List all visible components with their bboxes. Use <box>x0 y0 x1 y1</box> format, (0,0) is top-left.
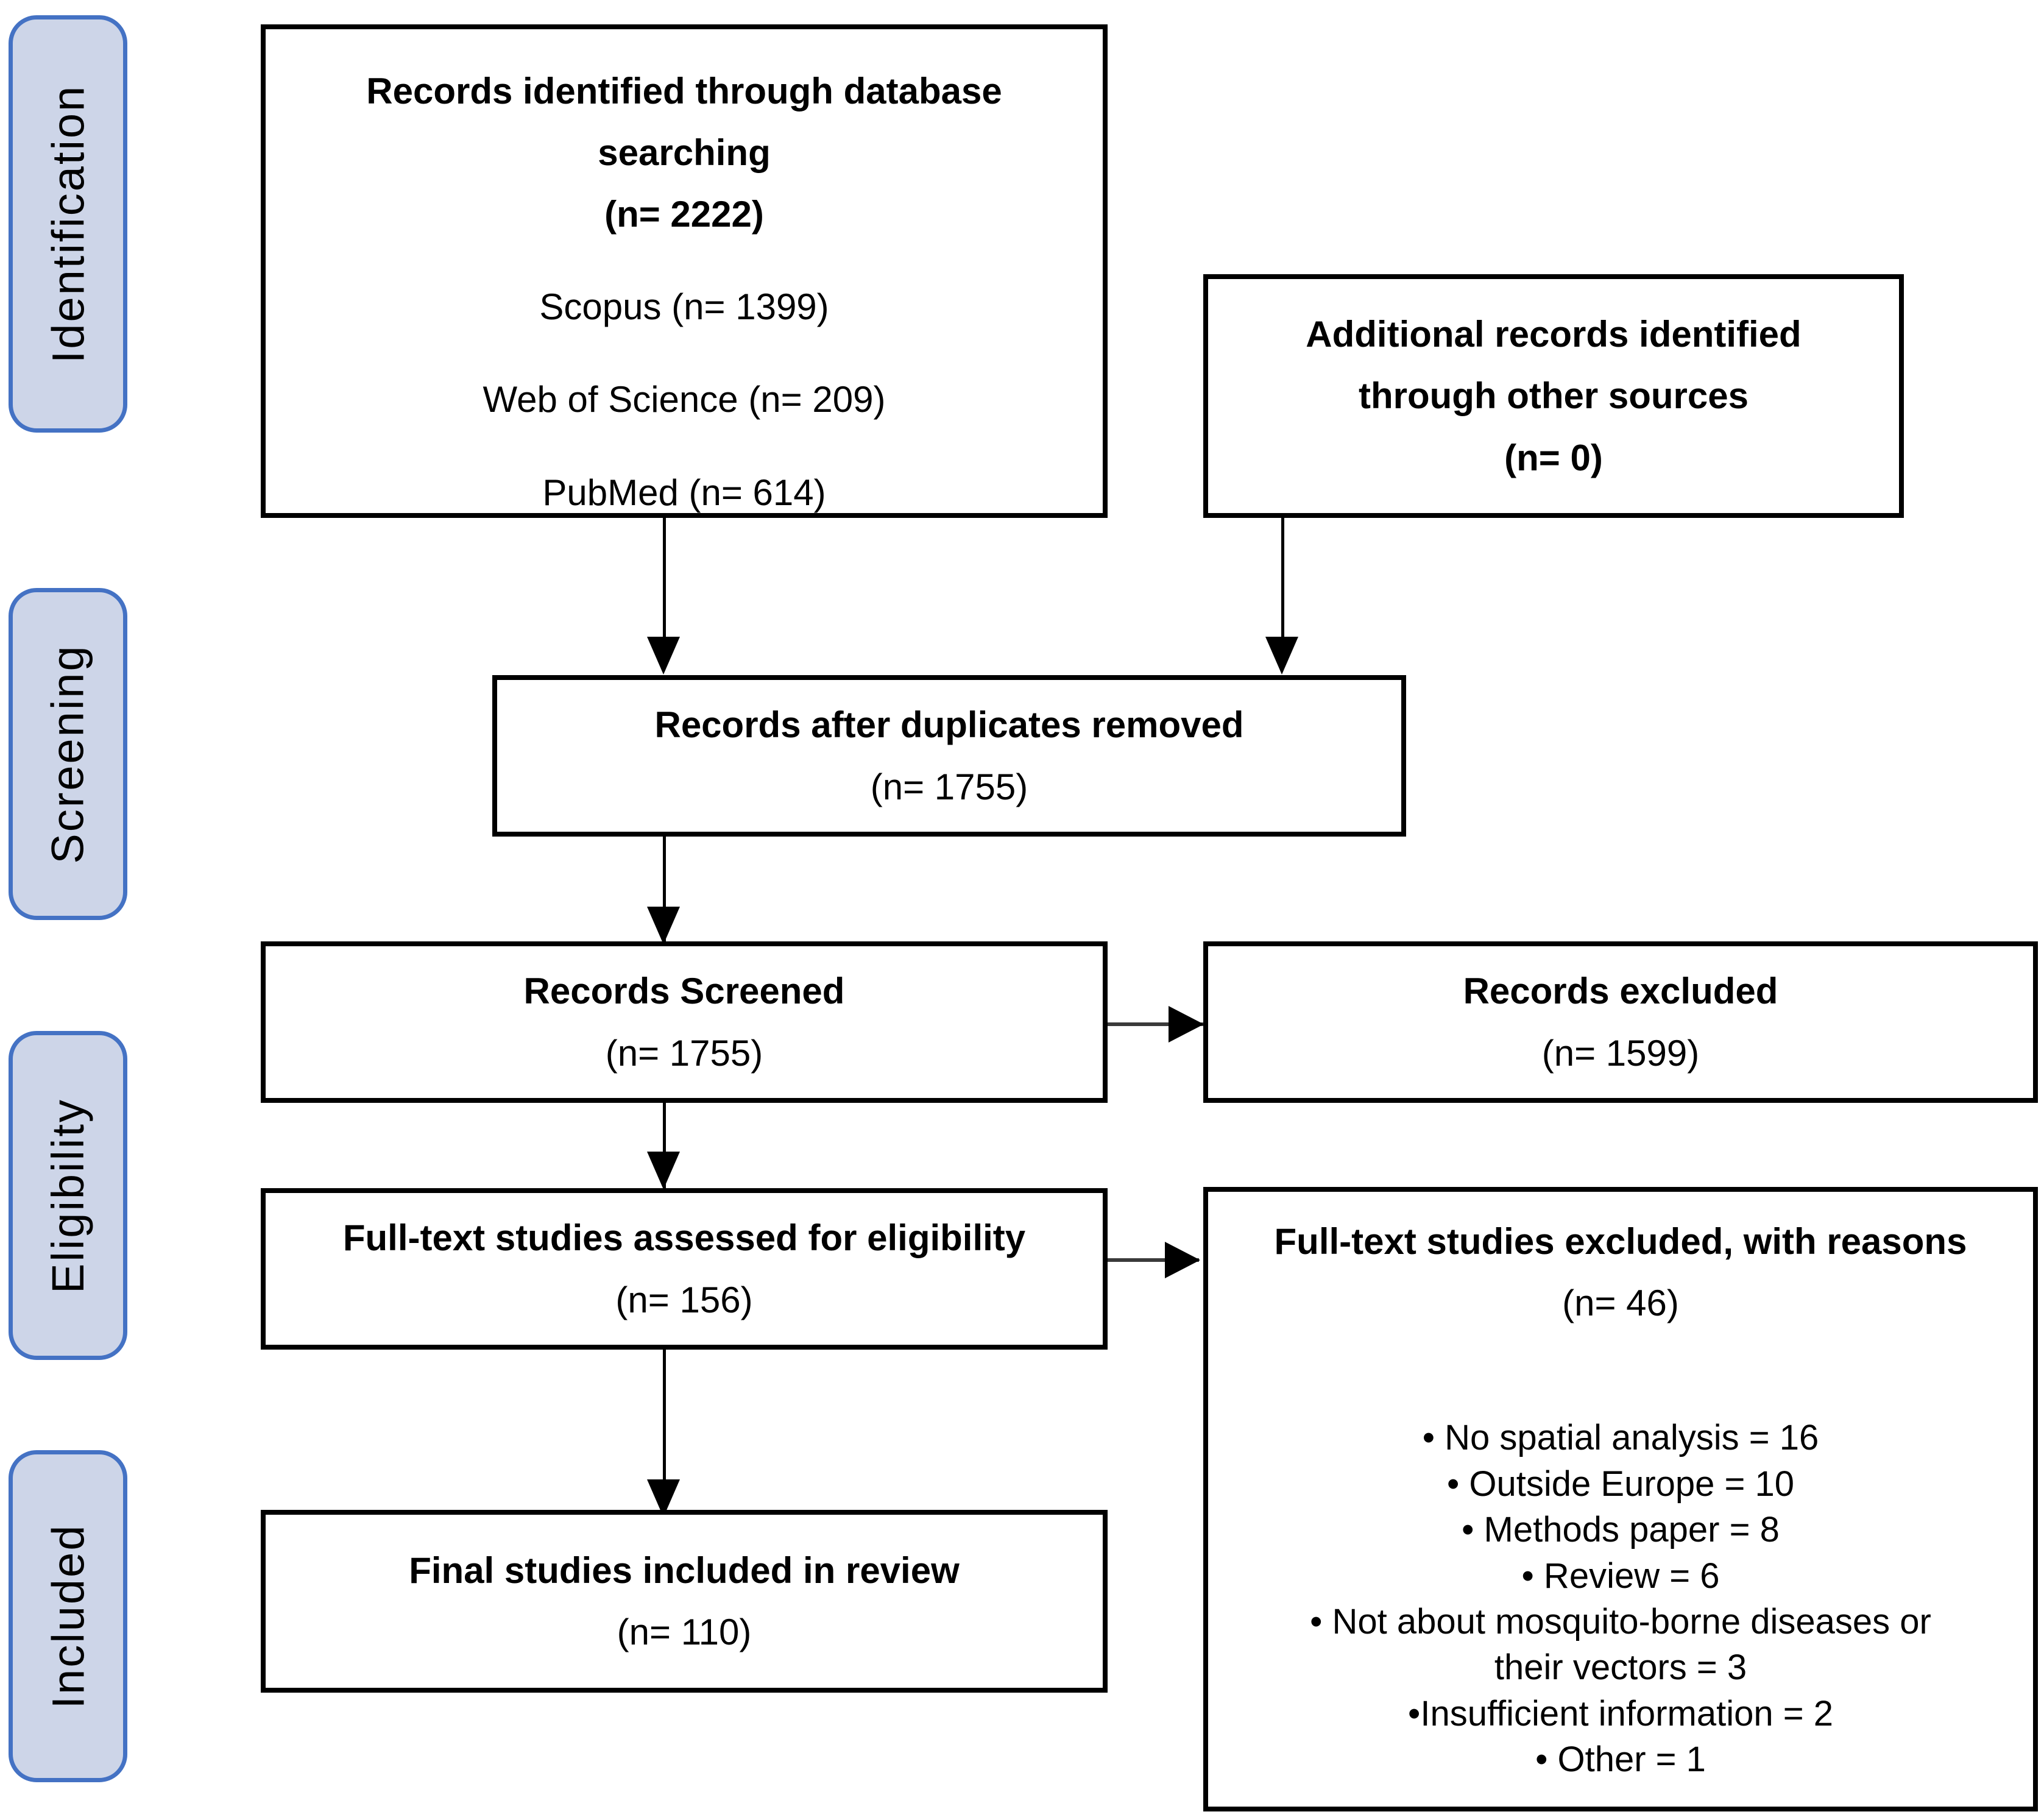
connector-screened-to-excluded-line <box>1108 1022 1204 1026</box>
stage-label-identification: Identification <box>9 15 127 433</box>
final-included-count: (n= 110) <box>617 1612 752 1652</box>
box-records-screened: Records Screened (n= 1755) <box>261 941 1108 1103</box>
fulltext-excluded-reason-list: • No spatial analysis = 16 • Outside Eur… <box>1208 1415 2033 1782</box>
connector-duplicates-to-screened-line <box>663 837 666 952</box>
connector-db-to-duplicates-line <box>663 518 666 652</box>
box-records-excluded: Records excluded (n= 1599) <box>1203 941 2038 1103</box>
reason-not-mosquito-borne-line1: • Not about mosquito-borne diseases or <box>1310 1601 1931 1641</box>
duplicates-removed-count: (n= 1755) <box>870 766 1028 807</box>
stage-label-included: Included <box>9 1450 127 1782</box>
fulltext-excluded-title: Full-text studies excluded, with reasons <box>1274 1221 1967 1262</box>
records-excluded-title: Records excluded <box>1463 971 1778 1012</box>
final-included-title: Final studies included in review <box>409 1549 960 1591</box>
reason-review: • Review = 6 <box>1521 1556 1720 1596</box>
connector-screened-to-fulltext-arrow <box>647 1152 680 1189</box>
database-search-count: (n= 2222) <box>604 193 764 235</box>
stage-label-eligibility: Eligibility <box>9 1031 127 1360</box>
box-additional-records-other-sources: Additional records identified through ot… <box>1203 274 1904 518</box>
box-records-identified-database: Records identified through database sear… <box>261 24 1108 518</box>
other-sources-title-line1: Additional records identified <box>1306 314 1802 355</box>
reason-outside-europe: • Outside Europe = 10 <box>1446 1464 1795 1504</box>
connector-fulltext-to-excluded-arrow <box>1165 1242 1200 1278</box>
box-records-after-duplicates-removed: Records after duplicates removed (n= 175… <box>492 675 1406 837</box>
reason-no-spatial-analysis: • No spatial analysis = 16 <box>1422 1418 1819 1458</box>
fulltext-excluded-count: (n= 46) <box>1562 1283 1679 1324</box>
connector-db-to-duplicates-arrow <box>647 637 680 675</box>
reason-methods-paper: • Methods paper = 8 <box>1462 1510 1780 1550</box>
connector-other-to-duplicates-arrow <box>1265 637 1298 675</box>
database-source-pubmed: PubMed (n= 614) <box>542 472 826 513</box>
reason-insufficient-information: •Insufficient information = 2 <box>1408 1693 1833 1733</box>
connector-screened-to-excluded-arrow <box>1169 1006 1204 1043</box>
records-excluded-count: (n= 1599) <box>1541 1032 1700 1074</box>
connector-fulltext-to-final-line <box>663 1350 666 1514</box>
database-source-web-of-science: Web of Science (n= 209) <box>483 379 886 420</box>
connector-fulltext-to-excluded-line <box>1108 1258 1199 1262</box>
fulltext-assessed-title: Full-text studies assessed for eligibili… <box>342 1217 1026 1259</box>
box-fulltext-assessed-eligibility: Full-text studies assessed for eligibili… <box>261 1188 1108 1350</box>
stage-label-identification-text: Identification <box>43 84 93 364</box>
other-sources-count: (n= 0) <box>1504 437 1603 478</box>
stage-label-screening: Screening <box>9 588 127 920</box>
other-sources-title-line2: through other sources <box>1358 375 1749 417</box>
duplicates-removed-title: Records after duplicates removed <box>654 704 1244 746</box>
box-final-studies-included: Final studies included in review (n= 110… <box>261 1510 1108 1693</box>
database-source-scopus: Scopus (n= 1399) <box>539 286 829 328</box>
connector-other-to-duplicates-line <box>1281 518 1284 652</box>
records-screened-count: (n= 1755) <box>605 1032 763 1074</box>
box-fulltext-excluded-with-reasons: Full-text studies excluded, with reasons… <box>1203 1187 2038 1811</box>
reason-other: • Other = 1 <box>1535 1740 1706 1780</box>
database-search-title-line2: searching <box>598 132 771 173</box>
connector-duplicates-to-screened-arrow <box>647 907 680 944</box>
stage-label-included-text: Included <box>43 1523 93 1709</box>
fulltext-assessed-count: (n= 156) <box>615 1279 753 1320</box>
stage-label-eligibility-text: Eligibility <box>43 1097 93 1294</box>
database-search-title-line1: Records identified through database <box>366 71 1002 112</box>
stage-label-screening-text: Screening <box>43 644 93 864</box>
records-screened-title: Records Screened <box>523 971 845 1012</box>
reason-not-mosquito-borne-line2: their vectors = 3 <box>1494 1648 1747 1688</box>
